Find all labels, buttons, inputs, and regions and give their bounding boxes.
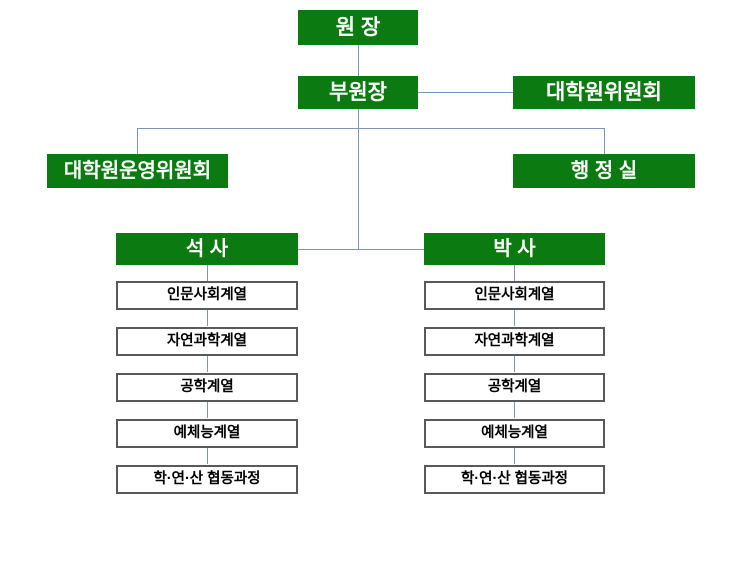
connector-vice-to-graduate-committee	[418, 92, 513, 93]
connector-masters-2	[207, 310, 208, 326]
node-vice-director[interactable]: 부원장	[298, 76, 418, 109]
node-doctorate-program[interactable]: 공학계열	[424, 373, 605, 402]
node-doctorate-program-label: 학·연·산 협동과정	[460, 471, 569, 488]
connector-masters-4	[207, 402, 208, 418]
node-masters-program[interactable]: 예체능계열	[116, 419, 298, 448]
node-doctorate-program-label: 자연과학계열	[474, 333, 555, 350]
connector-masters-1	[207, 265, 208, 281]
node-masters-program-label: 학·연·산 협동과정	[153, 471, 261, 488]
node-doctorate-program[interactable]: 예체능계열	[424, 419, 605, 448]
node-doctorate-program[interactable]: 학·연·산 협동과정	[424, 465, 605, 494]
node-masters-program-label: 자연과학계열	[166, 333, 248, 350]
connector-doctorate-4	[514, 402, 515, 418]
node-doctorate-program-label: 공학계열	[487, 379, 542, 396]
connector-masters-3	[207, 356, 208, 372]
connector-degrees-bar	[298, 249, 424, 250]
connector-doctorate-2	[514, 310, 515, 326]
node-masters-program[interactable]: 공학계열	[116, 373, 298, 402]
node-graduate-committee[interactable]: 대학원위원회	[513, 76, 695, 109]
node-masters[interactable]: 석 사	[116, 233, 298, 265]
node-doctorate-label: 박 사	[493, 238, 536, 260]
node-graduate-steering-committee[interactable]: 대학원운영위원회	[47, 154, 228, 188]
connector-branch-bar	[137, 128, 604, 129]
node-doctorate-program-label: 인문사회계열	[474, 287, 555, 304]
node-masters-program-label: 인문사회계열	[166, 287, 248, 304]
node-masters-program[interactable]: 자연과학계열	[116, 327, 298, 356]
connector-doctorate-5	[514, 448, 515, 464]
node-doctorate-program[interactable]: 자연과학계열	[424, 327, 605, 356]
node-masters-program[interactable]: 학·연·산 협동과정	[116, 465, 298, 494]
connector-to-admin-office	[604, 128, 605, 154]
node-admin-office-label: 행 정 실	[570, 160, 638, 182]
connector-masters-5	[207, 448, 208, 464]
node-masters-program-label: 공학계열	[180, 379, 234, 396]
connector-to-steering-committee	[137, 128, 138, 154]
connector-doctorate-1	[514, 265, 515, 281]
node-masters-program-label: 예체능계열	[173, 425, 241, 442]
connector-vice-trunk	[358, 108, 359, 250]
node-admin-office[interactable]: 행 정 실	[513, 154, 695, 188]
node-director-label: 원 장	[335, 16, 381, 39]
node-vice-director-label: 부원장	[329, 81, 387, 104]
node-doctorate[interactable]: 박 사	[424, 233, 605, 265]
connector-director-to-vice	[358, 45, 359, 76]
node-doctorate-program-label: 예체능계열	[481, 425, 548, 442]
node-doctorate-program[interactable]: 인문사회계열	[424, 281, 605, 310]
node-masters-label: 석 사	[185, 238, 229, 260]
node-director[interactable]: 원 장	[298, 10, 418, 45]
connector-doctorate-3	[514, 356, 515, 372]
node-graduate-steering-committee-label: 대학원운영위원회	[63, 160, 212, 182]
node-graduate-committee-label: 대학원위원회	[546, 81, 662, 104]
node-masters-program[interactable]: 인문사회계열	[116, 281, 298, 310]
